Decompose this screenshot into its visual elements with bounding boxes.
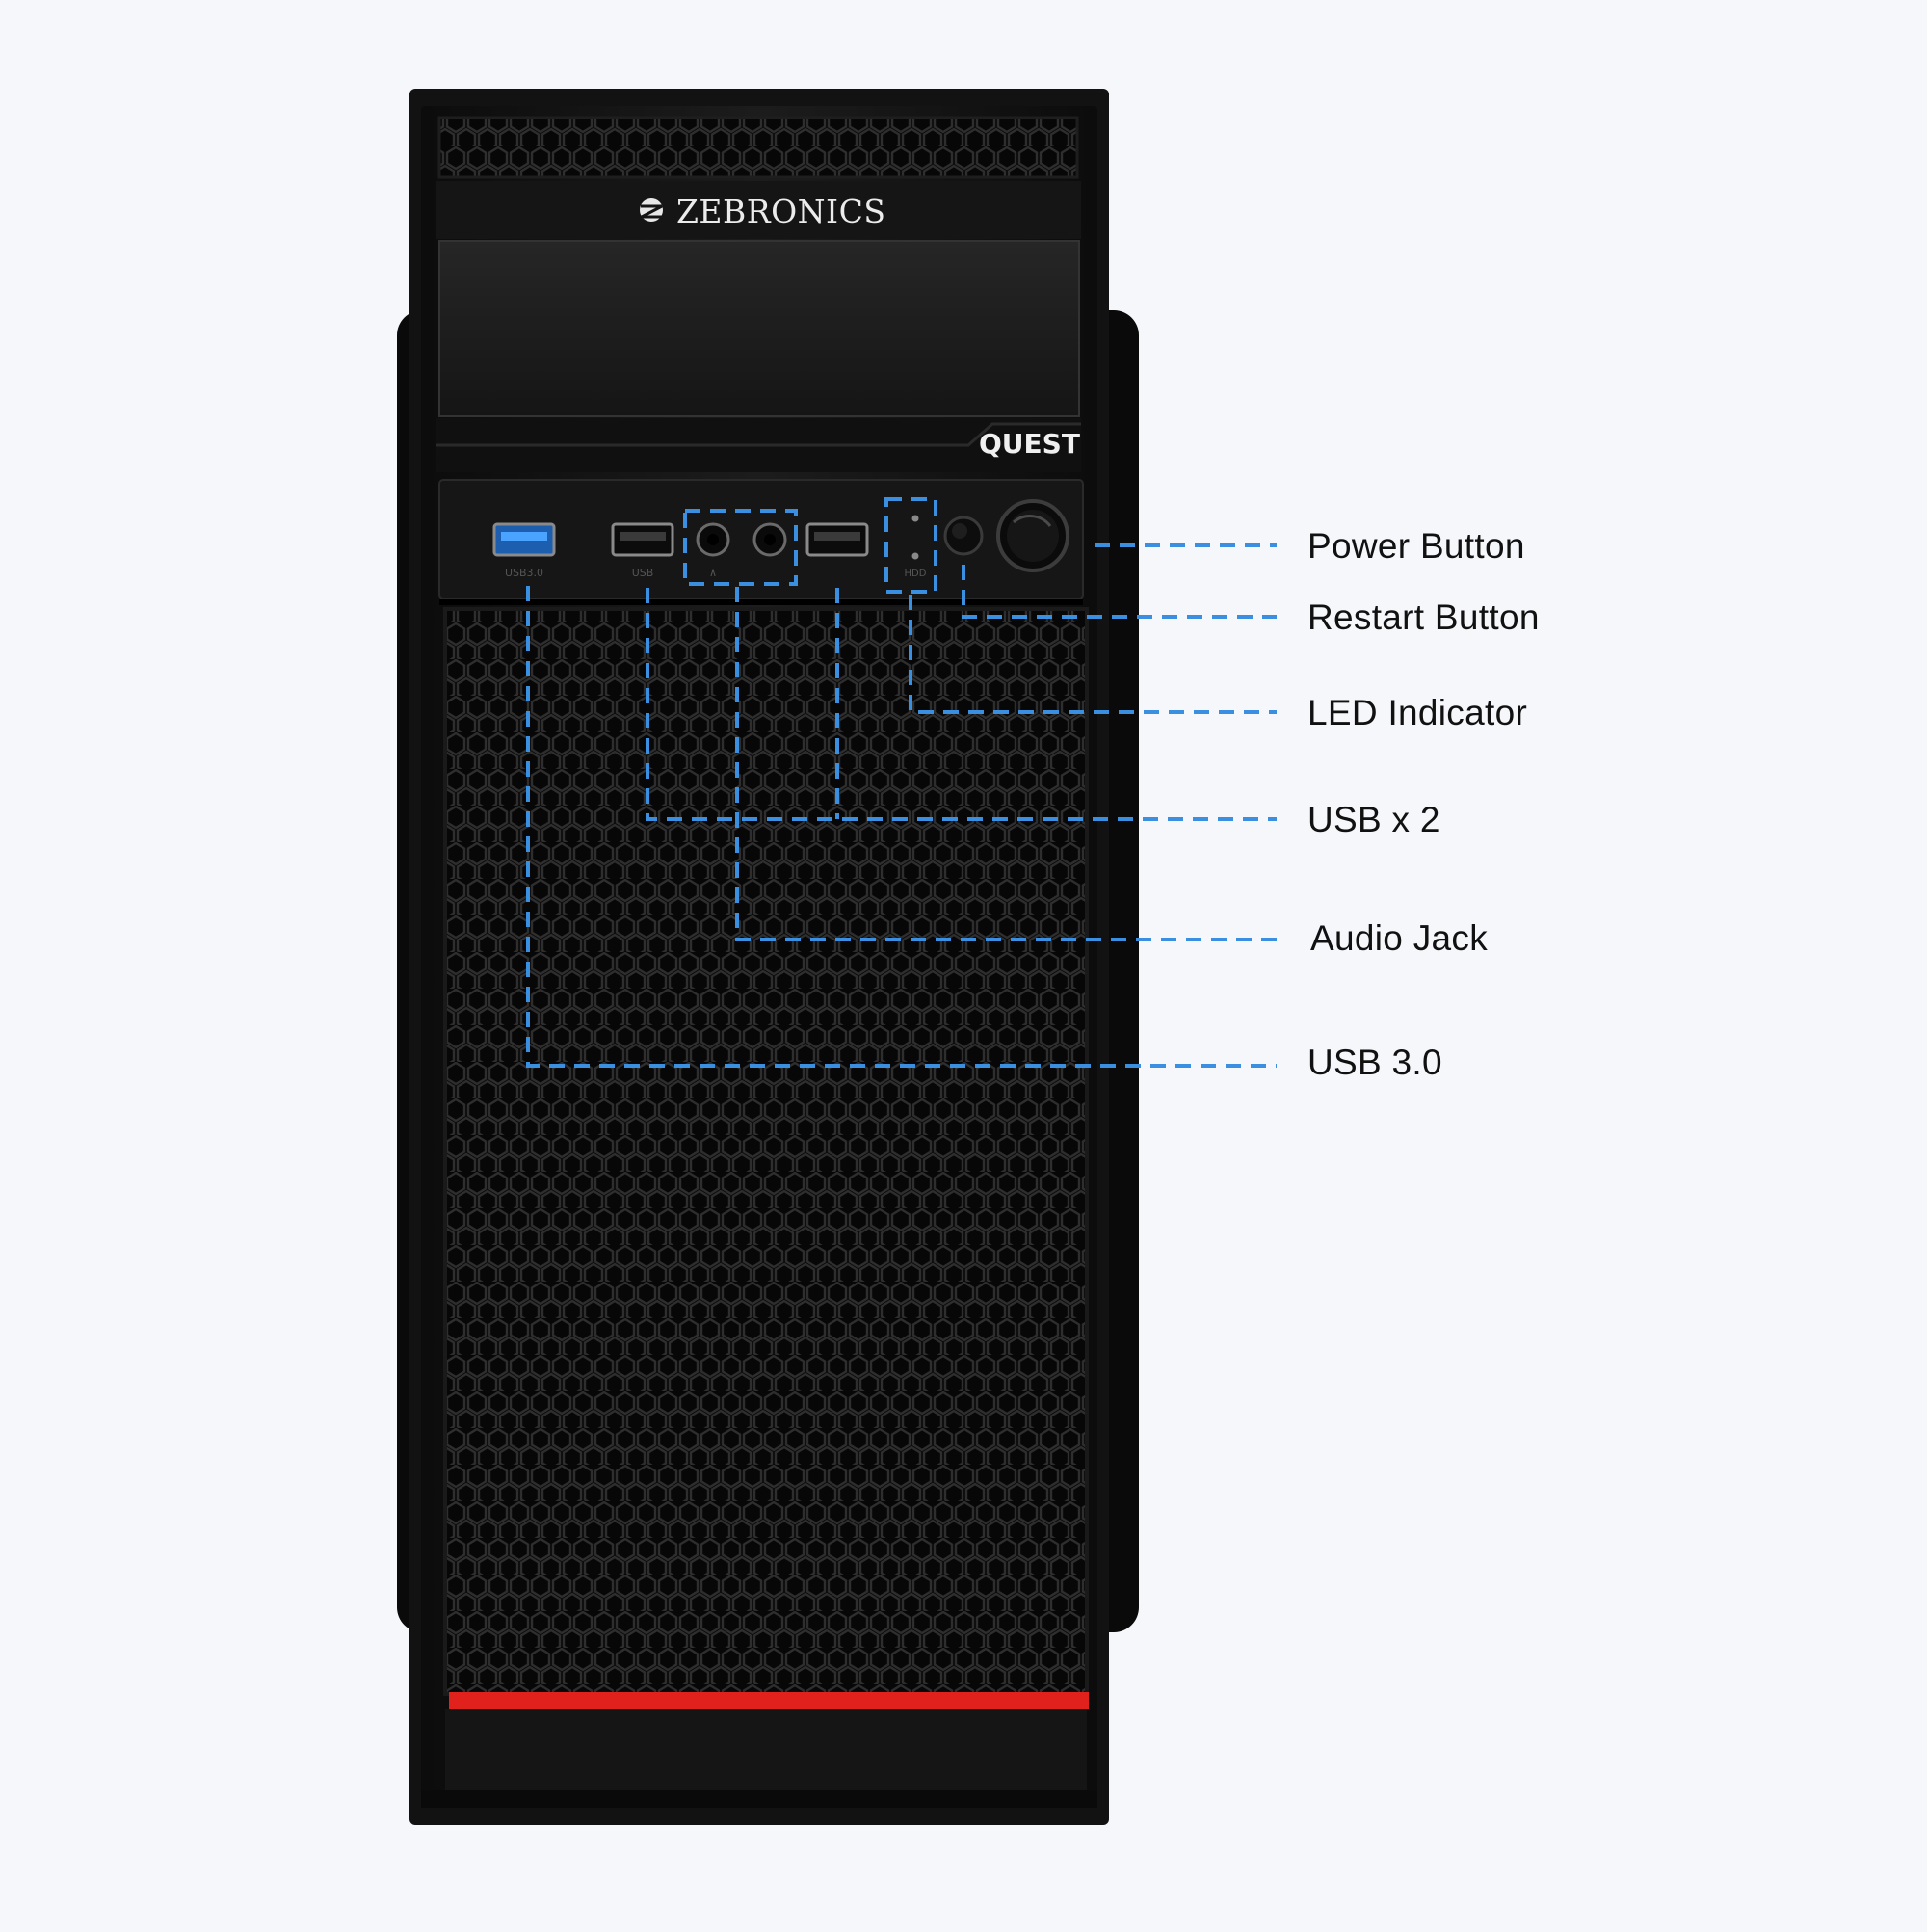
usb3-port[interactable]: USB3.0 bbox=[492, 522, 556, 579]
bottom-panel bbox=[445, 1709, 1087, 1790]
brand-name: ZEBRONICS bbox=[676, 193, 885, 230]
hdd-led bbox=[911, 552, 919, 560]
audio-jack-mic[interactable] bbox=[752, 522, 787, 557]
usb2-port-left[interactable]: USB bbox=[611, 522, 674, 579]
audio-port-label: ∧ bbox=[709, 567, 717, 579]
callout-label-restart: Restart Button bbox=[1307, 597, 1540, 637]
usb3-port-label: USB3.0 bbox=[505, 567, 543, 579]
usb2-port-right[interactable] bbox=[805, 522, 869, 557]
usb3-callout bbox=[526, 586, 1277, 1068]
usb-port-label: USB bbox=[632, 567, 654, 579]
led-highlight-box bbox=[884, 497, 937, 594]
top-vent bbox=[437, 116, 1079, 179]
led-callout bbox=[909, 595, 1277, 714]
audio-callout bbox=[735, 587, 1277, 941]
front-mesh bbox=[445, 609, 1087, 1694]
red-accent-stripe bbox=[449, 1692, 1089, 1709]
callout-label-power: Power Button bbox=[1307, 526, 1525, 566]
power-button[interactable] bbox=[996, 499, 1069, 572]
audio-jack-headphone[interactable] bbox=[696, 522, 730, 557]
usb2-callout bbox=[646, 588, 1277, 821]
audio-highlight-box bbox=[683, 509, 798, 586]
zebronics-logo-icon bbox=[640, 198, 663, 222]
power-led bbox=[911, 515, 919, 522]
callout-label-audio: Audio Jack bbox=[1310, 918, 1488, 958]
callout-label-usb2: USB x 2 bbox=[1307, 800, 1440, 839]
brand-panel bbox=[436, 181, 1081, 239]
callout-lines bbox=[526, 497, 1277, 1068]
drive-bay bbox=[438, 240, 1080, 417]
callout-label-usb3: USB 3.0 bbox=[1307, 1043, 1442, 1082]
model-name: QUEST bbox=[979, 428, 1080, 460]
restart-callout bbox=[962, 565, 1277, 619]
callout-label-led: LED Indicator bbox=[1307, 693, 1528, 732]
led-label: HDD bbox=[905, 569, 927, 579]
restart-button[interactable] bbox=[943, 516, 984, 556]
